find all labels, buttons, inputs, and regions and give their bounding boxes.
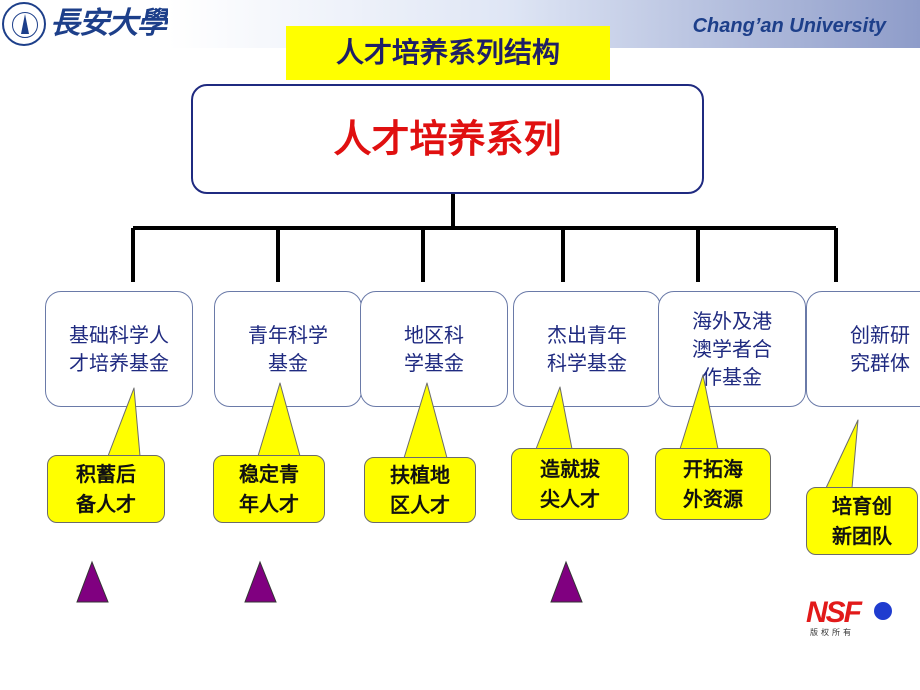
purple-triangle-marker-2 — [244, 560, 277, 603]
root-node-label: 人才培养系列 — [333, 117, 562, 161]
program-label: 地区科 学基金 — [404, 323, 464, 375]
goal-label: 积蓄后 备人才 — [76, 462, 136, 516]
goal-label: 培育创 新团队 — [832, 494, 892, 548]
nsf-logo-dot-icon — [874, 602, 892, 620]
goal-label: 扶植地 区人才 — [390, 463, 450, 517]
goal-label: 造就拔 尖人才 — [540, 457, 600, 511]
root-node: 人才培养系列 — [191, 84, 704, 194]
program-node-1: 基础科学人 才培养基金 — [45, 291, 193, 407]
program-label: 海外及港 澳学者合 作基金 — [692, 309, 772, 389]
university-name: Chang’an University — [692, 15, 886, 37]
goal-label: 稳定青 年人才 — [239, 462, 299, 516]
university-seal-icon — [2, 2, 46, 46]
program-node-3: 地区科 学基金 — [360, 291, 508, 407]
nsf-logo-subtext: 版权所有 — [810, 628, 854, 637]
program-node-5: 海外及港 澳学者合 作基金 — [658, 291, 806, 407]
header: 長安大學 Chang’an University — [0, 0, 920, 52]
goal-callout-1: 积蓄后 备人才 — [47, 455, 165, 523]
goal-callout-3: 扶植地 区人才 — [364, 457, 476, 523]
nsf-logo: NSF 版权所有 — [806, 596, 894, 640]
slide-title-box: 人才培养系列结构 — [286, 26, 610, 80]
goal-callout-6: 培育创 新团队 — [806, 487, 918, 555]
goal-callout-5: 开拓海 外资源 — [655, 448, 771, 520]
program-node-4: 杰出青年 科学基金 — [513, 291, 661, 407]
program-node-6: 创新研 究群体 — [806, 291, 920, 407]
program-label: 创新研 究群体 — [850, 323, 910, 375]
purple-triangle-marker-3 — [550, 560, 583, 603]
purple-triangle-marker-1 — [76, 560, 109, 603]
university-logo-text: 長安大學 — [50, 6, 167, 41]
nsf-logo-text: NSF — [806, 596, 862, 629]
pagoda-icon — [21, 14, 29, 34]
goal-label: 开拓海 外资源 — [683, 457, 743, 511]
program-node-2: 青年科学 基金 — [214, 291, 362, 407]
program-label: 杰出青年 科学基金 — [547, 323, 627, 375]
program-label: 基础科学人 才培养基金 — [69, 323, 169, 375]
slide-title: 人才培养系列结构 — [335, 36, 560, 69]
program-label: 青年科学 基金 — [248, 323, 328, 375]
goal-callout-2: 稳定青 年人才 — [213, 455, 325, 523]
seal-inner-ring — [12, 12, 38, 38]
tree-connectors — [131, 194, 838, 282]
goal-callout-4: 造就拔 尖人才 — [511, 448, 629, 520]
